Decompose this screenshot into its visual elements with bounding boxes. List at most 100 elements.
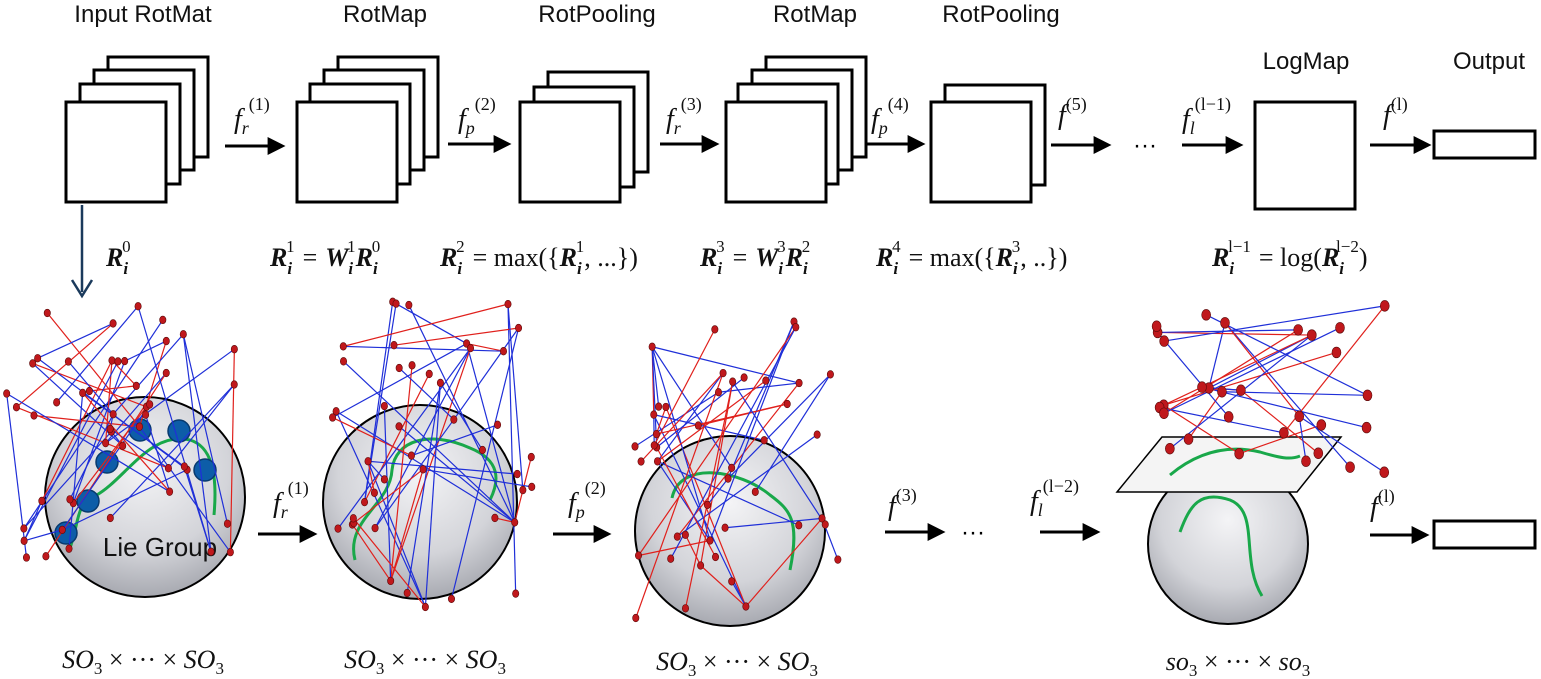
joint-3-27 bbox=[1159, 335, 1169, 347]
bone-3-25 bbox=[1163, 351, 1337, 406]
bone-2-31 bbox=[732, 381, 826, 525]
joint-1-37 bbox=[380, 401, 388, 411]
output-vector-top bbox=[1432, 129, 1537, 160]
bone-3-16 bbox=[1157, 332, 1230, 418]
bone-1-39 bbox=[507, 304, 524, 491]
top-ellipsis: ··· bbox=[1133, 132, 1157, 159]
joint-2-28 bbox=[834, 555, 842, 564]
joint-0-39 bbox=[180, 462, 188, 471]
bone-0-32 bbox=[109, 384, 235, 519]
joint-0-38 bbox=[223, 519, 231, 528]
bone-1-36 bbox=[450, 327, 520, 600]
joint-0-34 bbox=[64, 357, 72, 366]
joint-0-26 bbox=[34, 354, 42, 363]
bone-3-15 bbox=[1240, 389, 1319, 454]
joint-0-19 bbox=[38, 496, 46, 506]
joint-1-14 bbox=[395, 422, 403, 431]
joint-2-32 bbox=[813, 430, 821, 439]
joint-2-27 bbox=[792, 323, 800, 332]
joint-3-5 bbox=[1217, 386, 1227, 398]
bone-3-4 bbox=[1163, 334, 1313, 406]
joint-2-40 bbox=[632, 613, 640, 623]
bone-0-30 bbox=[167, 384, 235, 469]
rotmap-stack-2 bbox=[724, 55, 868, 204]
joint-2-11 bbox=[795, 378, 803, 388]
joint-1-40 bbox=[491, 513, 499, 523]
joint-2-38 bbox=[711, 325, 719, 334]
curve-2 bbox=[352, 437, 498, 561]
rotpooling-stack-2 bbox=[929, 83, 1047, 204]
joint-0-47 bbox=[22, 553, 30, 562]
bone-0-11 bbox=[139, 426, 231, 553]
joint-1-16 bbox=[339, 342, 347, 351]
joint-2-22 bbox=[783, 399, 791, 409]
joint-2-21 bbox=[631, 442, 639, 451]
equation-rl: Ril−1= log(Ril−2) bbox=[1211, 237, 1368, 278]
joint-2-10 bbox=[729, 377, 737, 386]
joint-0-46 bbox=[142, 410, 150, 419]
joint-3-11 bbox=[1197, 381, 1207, 393]
joint-2-41 bbox=[762, 376, 770, 385]
bone-1-29 bbox=[439, 382, 483, 451]
joint-3-9 bbox=[1293, 324, 1303, 336]
joint-1-0 bbox=[511, 518, 519, 527]
joint-0-13 bbox=[230, 345, 238, 354]
manifold-label-2: SO3 × ··· × SO3 bbox=[344, 645, 506, 678]
joint-2-35 bbox=[751, 487, 759, 496]
joint-0-29 bbox=[164, 464, 172, 473]
bone-2-13 bbox=[731, 581, 747, 607]
stage-title-rotmap-2: RotMap bbox=[773, 1, 857, 28]
bone-0-35 bbox=[112, 333, 184, 415]
joint-0-8 bbox=[162, 336, 170, 346]
bone-2-6 bbox=[700, 565, 747, 607]
joint-2-33 bbox=[712, 552, 720, 562]
joint-0-21 bbox=[20, 536, 28, 545]
joint-0-3 bbox=[20, 524, 28, 533]
joint-2-2 bbox=[648, 342, 656, 351]
bone-1-23 bbox=[390, 365, 413, 581]
bone-0-38 bbox=[182, 334, 229, 524]
bone-1-11 bbox=[390, 347, 472, 582]
joint-2-34 bbox=[667, 554, 675, 563]
manifold-label-4: so3 × ··· × so3 bbox=[1166, 647, 1311, 679]
manifold-label-3: SO3 × ··· × SO3 bbox=[656, 647, 818, 679]
top-arrow-label-6: fl(l−1) bbox=[1182, 94, 1231, 138]
bottom-arrow-label-3: f(3) bbox=[888, 485, 917, 522]
bone-2-26 bbox=[724, 517, 823, 529]
joint-3-29 bbox=[1165, 442, 1175, 455]
lie-point-5 bbox=[167, 419, 191, 443]
joint-2-7 bbox=[728, 463, 736, 473]
joint-0-32 bbox=[106, 513, 114, 523]
bone-0-4 bbox=[32, 362, 147, 408]
lie-group-sphere-2 bbox=[322, 404, 518, 600]
bottom-arrow-label-4: fl(l−2) bbox=[1030, 476, 1079, 520]
bone-1-34 bbox=[343, 360, 516, 523]
input-to-skeleton-arrowhead bbox=[70, 279, 94, 299]
joint-0-35 bbox=[179, 330, 187, 339]
bone-1-22 bbox=[453, 327, 520, 420]
joint-3-16 bbox=[1223, 411, 1234, 423]
joint-0-20 bbox=[85, 386, 93, 396]
joint-2-9 bbox=[706, 536, 714, 545]
bone-2-41 bbox=[657, 380, 767, 462]
bone-3-13 bbox=[1224, 322, 1300, 417]
joint-0-0 bbox=[119, 441, 127, 450]
bone-0-45 bbox=[6, 393, 170, 493]
bone-1-25 bbox=[351, 524, 392, 582]
lie-group-label: Lie Group bbox=[103, 532, 217, 562]
bone-0-36 bbox=[69, 413, 114, 500]
joint-2-6 bbox=[697, 561, 705, 570]
joint-3-23 bbox=[1379, 466, 1390, 478]
skeleton-graphs bbox=[3, 297, 1390, 623]
bone-2-35 bbox=[754, 374, 831, 493]
bone-1-41 bbox=[367, 460, 385, 480]
bone-1-37 bbox=[383, 406, 392, 581]
bone-1-43 bbox=[422, 468, 532, 488]
joint-1-21 bbox=[419, 465, 427, 474]
joint-2-29 bbox=[826, 370, 834, 379]
bone-2-11 bbox=[652, 346, 800, 384]
equation-r3: Ri3=Wi3Ri2 bbox=[699, 237, 810, 278]
joint-0-12 bbox=[30, 411, 38, 420]
joint-0-10 bbox=[43, 308, 51, 318]
bone-2-21 bbox=[634, 391, 719, 447]
